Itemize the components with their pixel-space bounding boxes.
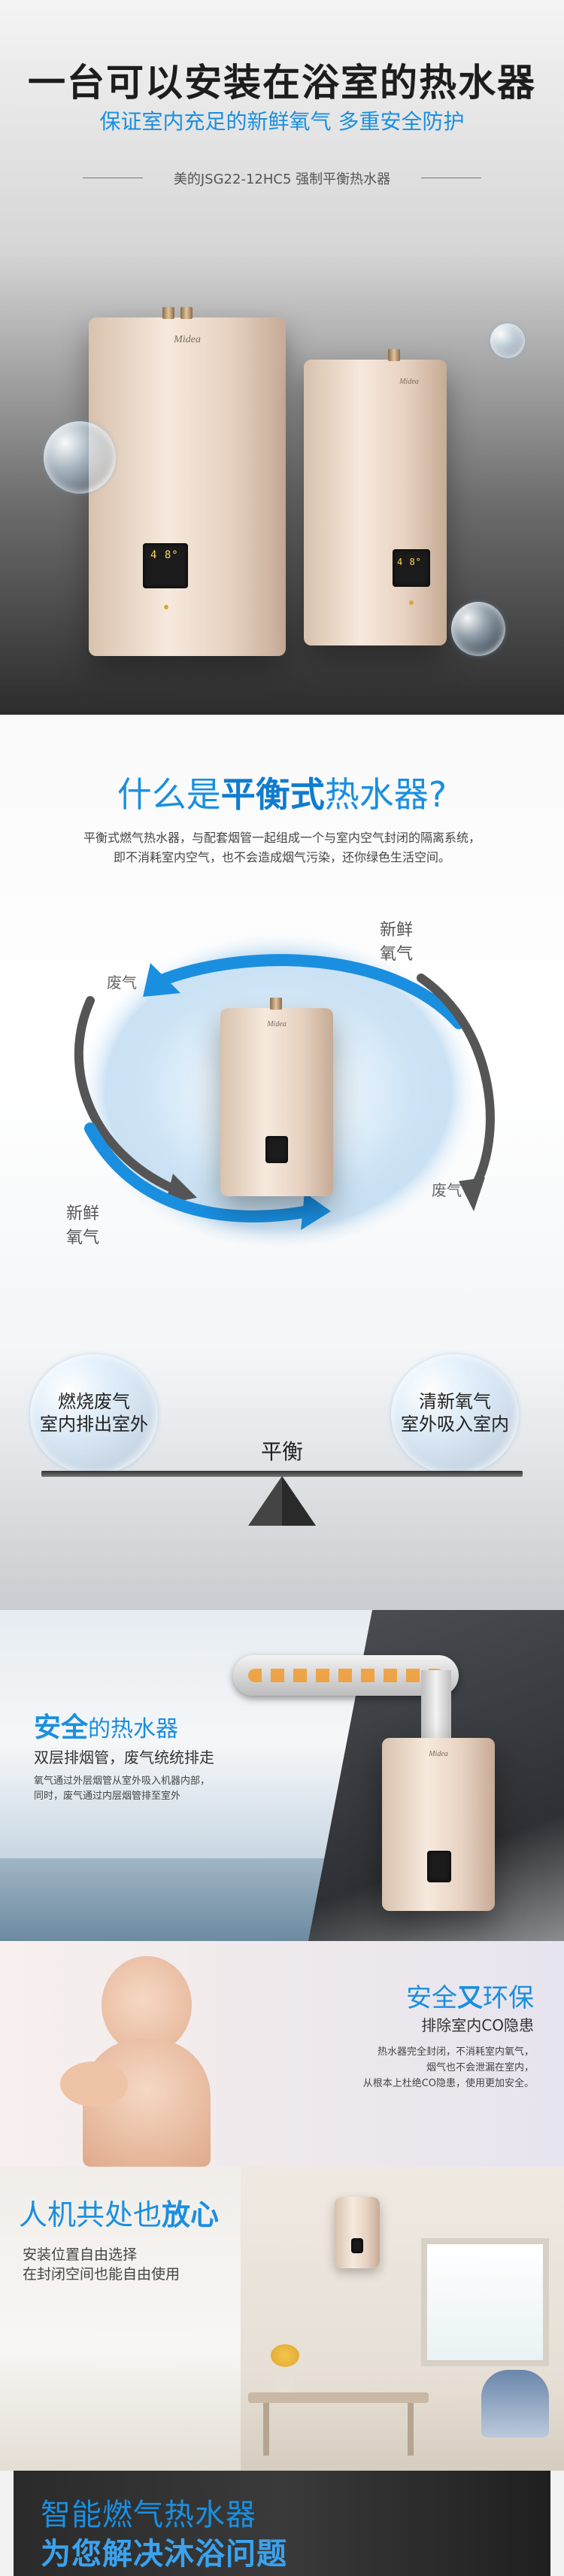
label-waste-top: 废气 <box>107 974 137 992</box>
dining-table <box>248 2392 429 2403</box>
flower-vase <box>277 2364 293 2392</box>
indicator-light <box>409 600 414 605</box>
fresh-air-arrow-top <box>152 954 465 1029</box>
balance-section: 什么是平衡式热水器? 平衡式燃气热水器，与配套烟管一起组成一个与室内空气封闭的隔… <box>0 715 564 1610</box>
baby-head <box>102 1956 192 2054</box>
scale-beam <box>41 1471 523 1477</box>
bubble-waste-out-text: 燃烧废气 室内排出室外 <box>40 1391 148 1435</box>
balance-desc-2: 即不消耗室内空气，也不会造成烟气污染，还你绿色生活空间。 <box>113 850 450 864</box>
waste-air-arrow-right <box>417 974 495 1193</box>
brand-logo: Midea <box>399 378 419 386</box>
safety-subtitle: 双层排烟管，废气统统排走 <box>34 1748 214 1766</box>
water-heater-diagram: Midea <box>220 998 333 1196</box>
hero-title: 一台可以安装在浴室的热水器 <box>28 61 536 105</box>
balance-title: 什么是平衡式热水器? <box>0 767 564 817</box>
waste-air-arrow-left <box>74 996 177 1193</box>
balance-title-highlight: 平衡式 <box>220 774 325 815</box>
baby-photo <box>30 1941 233 2167</box>
display-digits: 4 8° <box>150 549 179 561</box>
water-heater-wall: Midea <box>382 1738 495 1911</box>
safety-title-highlight: 安全 <box>34 1712 89 1743</box>
indicator-light <box>164 605 168 609</box>
label-fresh-top: 新鲜 氧气 <box>380 921 414 964</box>
bubble-fresh-in <box>391 1354 519 1475</box>
eco-desc-1: 热水器完全封闭，不消耗室内氧气， <box>377 2046 534 2058</box>
freedom-title-a: 人机共处也 <box>19 2198 162 2231</box>
brand-logo: Midea <box>174 334 201 345</box>
eco-section: 安全又环保 排除室内CO隐患 热水器完全封闭，不消耗室内氧气， 烟气也不会泄漏在… <box>0 1941 564 2167</box>
flowers <box>271 2344 299 2367</box>
safety-section: Midea 安全的热水器 双层排烟管，废气统统排走 氧气通过外层烟管从室外吸入机… <box>0 1610 564 1941</box>
family-figures <box>481 2370 549 2438</box>
water-heater-small: Midea 4 8° <box>304 349 447 646</box>
balance-title-prefix: 什么是 <box>117 774 221 815</box>
scale-label: 平衡 <box>260 1439 303 1464</box>
heater-display <box>351 2238 363 2253</box>
water-bubble <box>490 324 525 358</box>
heater-display <box>427 1851 451 1882</box>
freedom-section: 人机共处也放心 安装位置自由选择 在封闭空间也能自由使用 <box>0 2167 564 2471</box>
safety-title-rest: 的热水器 <box>88 1716 179 1742</box>
eco-title-b: 又 <box>457 1983 483 2013</box>
display-digits: 4 8° <box>397 557 422 567</box>
eco-title: 安全又环保 <box>346 1977 534 2014</box>
water-heater-large: Midea 4 8° <box>89 307 286 656</box>
label-fresh-bottom: 新鲜 氧气 <box>66 1204 100 1247</box>
fresh-air-arrow-bottom <box>84 1122 314 1223</box>
baby-hands <box>60 2061 128 2107</box>
freedom-title: 人机共处也放心 <box>19 2192 219 2233</box>
safety-desc-2: 同时，废气通过内层烟管排至室外 <box>34 1791 181 1802</box>
flue-pipe-vertical <box>421 1670 451 1738</box>
eco-title-c: 环保 <box>483 1983 534 2013</box>
eco-title-a: 安全 <box>406 1983 457 2013</box>
safety-desc-1: 氧气通过外层烟管从室外吸入机器内部， <box>34 1776 211 1787</box>
freedom-line-2: 在封闭空间也能自由使用 <box>23 2266 180 2283</box>
eco-subtitle: 排除室内CO隐患 <box>421 2016 534 2034</box>
heater-display: 4 8° <box>393 549 430 587</box>
footer-line-2: 为您解决沐浴问题 <box>41 2537 287 2571</box>
footer-section: 智能燃气热水器 为您解决沐浴问题 <box>0 2471 564 2576</box>
hero-model: 美的JSG22-12HC5 强制平衡热水器 <box>173 172 391 187</box>
freedom-title-b: 放心 <box>162 2198 220 2231</box>
table-leg <box>408 2403 414 2456</box>
balance-title-suffix: 热水器? <box>324 774 447 815</box>
freedom-line-1: 安装位置自由选择 <box>23 2246 138 2263</box>
flue-airflow-arrows <box>248 1669 444 1682</box>
window <box>421 2238 549 2366</box>
scale-fulcrum <box>248 1476 316 1526</box>
water-bubble <box>44 421 116 494</box>
balance-desc-1: 平衡式燃气热水器，与配套烟管一起组成一个与室内空气封闭的隔离系统， <box>83 831 481 845</box>
brand-logo: Midea <box>429 1750 448 1758</box>
footer-line-1: 智能燃气热水器 <box>41 2498 256 2532</box>
water-bubble <box>451 602 505 656</box>
hero-section: 一台可以安装在浴室的热水器 保证室内充足的新鲜氧气 多重安全防护 美的JSG22… <box>0 0 564 715</box>
brand-logo: Midea <box>267 1020 287 1028</box>
heater-display <box>265 1136 288 1163</box>
safety-title: 安全的热水器 <box>34 1706 178 1745</box>
water-heater-room <box>335 2197 380 2268</box>
heater-display: 4 8° <box>143 543 188 588</box>
heater-pipe <box>162 307 174 319</box>
heater-pipe <box>180 307 193 319</box>
eco-desc-3: 从根本上杜绝CO隐患，使用更加安全。 <box>362 2078 534 2089</box>
table-leg <box>263 2403 269 2456</box>
bubble-fresh-in-text: 清新氧气 室外吸入室内 <box>401 1391 509 1435</box>
bubble-waste-out <box>30 1354 158 1475</box>
heater-pipe <box>270 998 282 1010</box>
heater-pipe <box>388 349 400 361</box>
hero-subtitle: 保证室内充足的新鲜氧气 多重安全防护 <box>99 109 465 134</box>
label-waste-right: 废气 <box>432 1181 462 1199</box>
eco-desc-2: 烟气也不会泄漏在室内， <box>426 2062 534 2073</box>
